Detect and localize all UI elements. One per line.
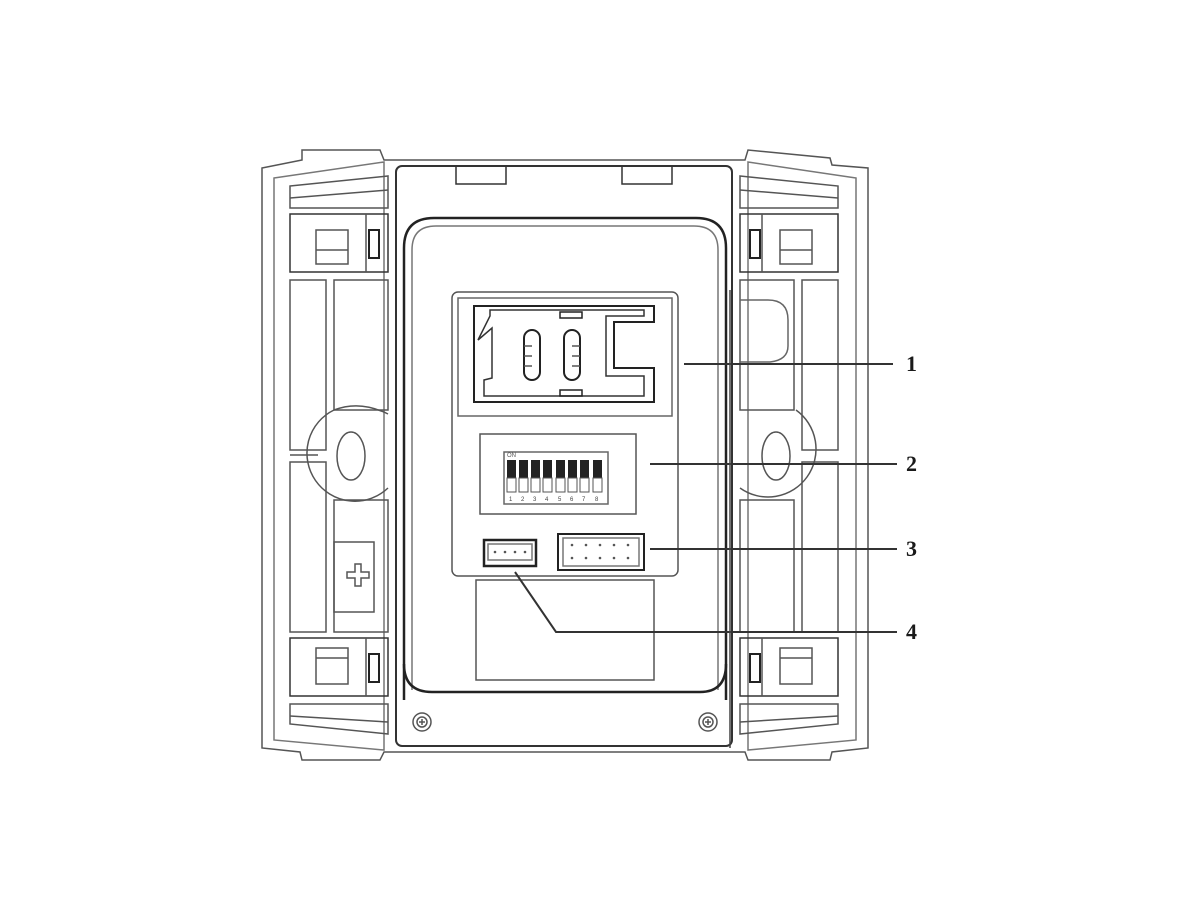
dip-on-label: ON <box>507 453 516 459</box>
central-module <box>395 165 733 747</box>
screw-left-icon <box>412 712 432 732</box>
screw-right-icon <box>698 712 718 732</box>
callout-leaders <box>514 290 897 748</box>
right-mounting-rail <box>739 175 839 735</box>
plus-mark-icon <box>346 563 370 587</box>
sim-card-slot <box>457 297 673 417</box>
svg-text:7: 7 <box>582 497 586 503</box>
four-pin-header <box>482 538 538 568</box>
callout-3-label: 3 <box>906 536 917 561</box>
svg-text:1: 1 <box>509 497 513 503</box>
svg-text:8: 8 <box>595 497 599 503</box>
svg-text:2: 2 <box>521 497 525 503</box>
dip-switch <box>479 433 637 515</box>
callout-4-label: 4 <box>906 619 917 644</box>
svg-text:6: 6 <box>570 497 574 503</box>
dip-position-labels: 1 2 3 4 5 6 7 8 <box>509 497 599 503</box>
ten-pin-header <box>557 533 645 571</box>
svg-text:5: 5 <box>558 497 562 503</box>
left-mounting-rail <box>289 175 389 735</box>
svg-text:3: 3 <box>533 497 537 503</box>
outer-housing <box>261 149 869 761</box>
svg-text:4: 4 <box>545 497 549 503</box>
callout-1-label: 1 <box>906 351 917 376</box>
callout-2-label: 2 <box>906 451 917 476</box>
